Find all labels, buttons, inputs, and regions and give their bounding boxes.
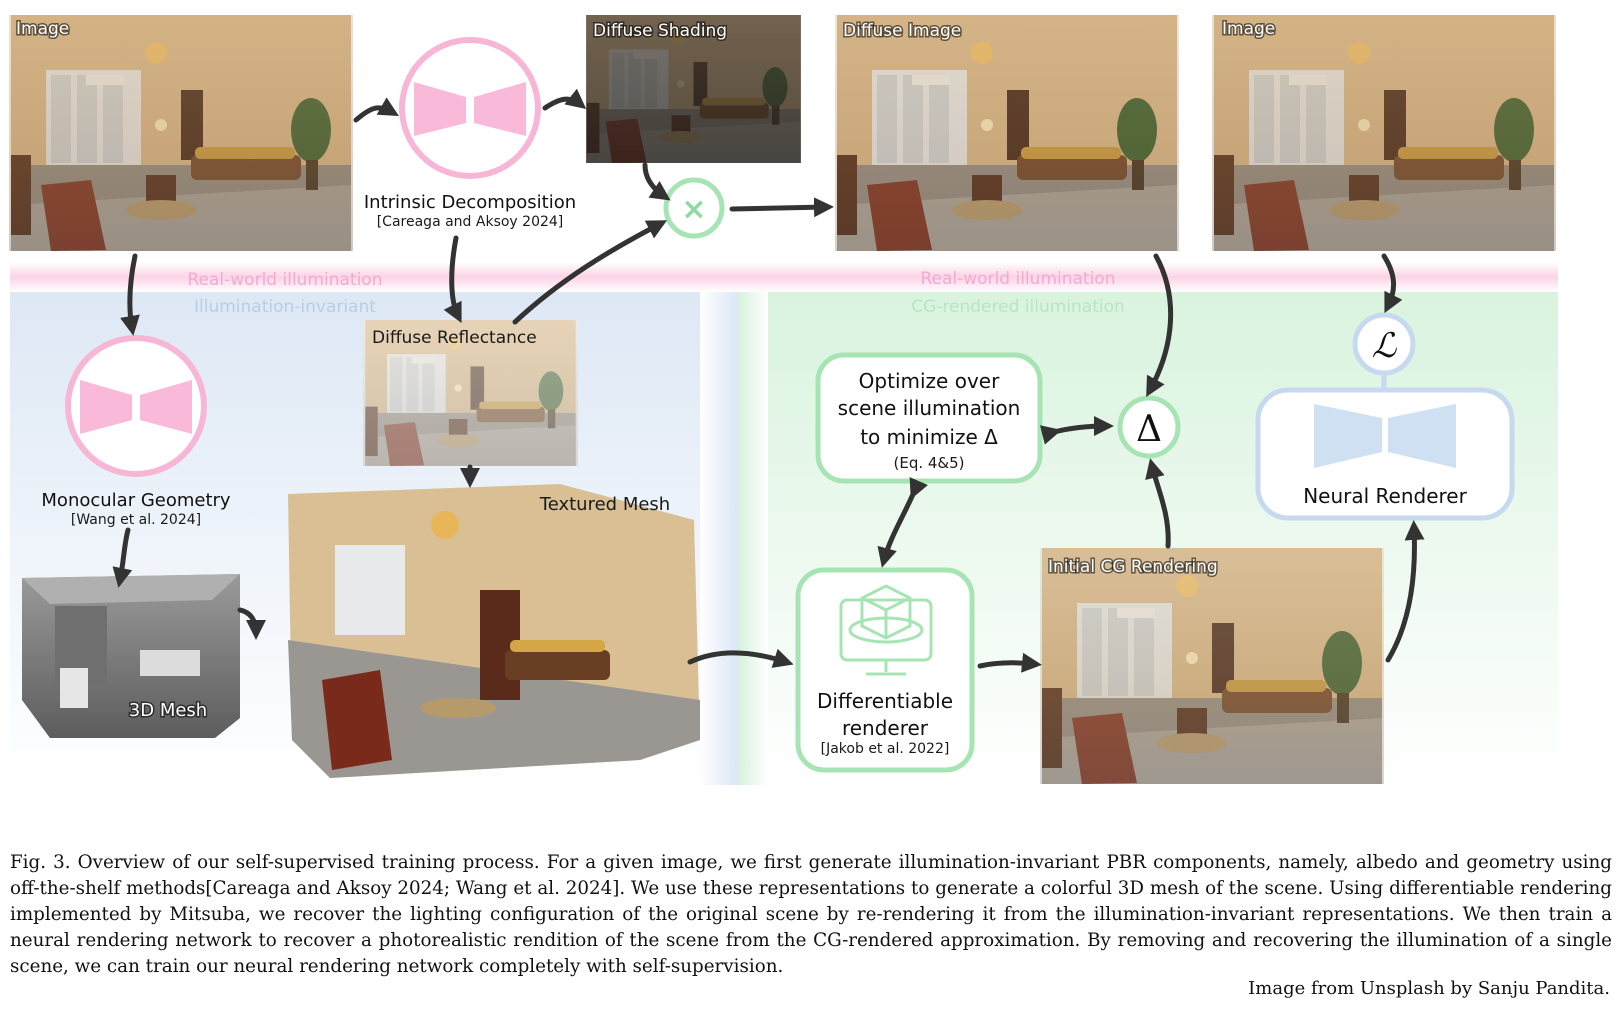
photo-diffuse-shading: Diffuse Shading	[586, 15, 801, 163]
blue-region-edge	[700, 290, 738, 785]
arrow-intrinsic-to-reflectance	[443, 235, 462, 324]
photo-image-right: Image	[1212, 15, 1556, 251]
optimize-eq: (Eq. 4&5)	[893, 454, 964, 472]
arrow-cg-to-neural	[1385, 520, 1425, 663]
arrow-shading-to-multiply	[642, 162, 671, 201]
optimize-line-3: to minimize Δ	[860, 425, 998, 449]
mesh-3d-render: 3D Mesh	[22, 574, 240, 738]
decoder-shape	[474, 82, 526, 136]
monocular-title: Monocular Geometry	[41, 490, 231, 511]
delta-symbol: Δ	[1136, 409, 1162, 450]
band-label-right-top: Real-world illumination	[921, 269, 1116, 289]
photo-diffuse-reflectance: Diffuse Reflectance	[363, 320, 578, 466]
arrow-reflectance-to-multiply	[512, 220, 668, 325]
optimize-line-1: Optimize over	[859, 369, 1000, 393]
intrinsic-decomposition-node: Intrinsic Decomposition [Careaga and Aks…	[364, 37, 576, 230]
diff-cite: [Jakob et al. 2022]	[821, 741, 950, 757]
diff-line-2: renderer	[842, 716, 929, 740]
image-credit: Image from Unsplash by Sanju Pandita.	[1248, 978, 1610, 999]
arrow-image-to-loss	[1381, 253, 1403, 314]
photo-label-diffuse-image: Diffuse Image	[843, 21, 961, 41]
band-label-left-bottom: Illumination-invariant	[194, 297, 376, 317]
optimize-line-2: scene illumination	[838, 396, 1021, 420]
loss-symbol: ℒ	[1372, 326, 1398, 366]
arrow-multiply-to-diffuse-image	[729, 197, 834, 218]
textured-mesh: Textured Mesh	[288, 484, 700, 778]
arrow-optimize-delta	[1039, 416, 1114, 445]
green-region-edge	[738, 290, 768, 785]
arrow-monocular-to-mesh	[112, 527, 133, 588]
monocular-geometry-node: Monocular Geometry [Wang et al. 2024]	[41, 335, 231, 528]
intrinsic-cite: [Careaga and Aksoy 2024]	[377, 214, 564, 230]
pink-band	[10, 262, 1558, 292]
encoder-shape	[80, 380, 132, 434]
encoder-shape	[414, 82, 466, 136]
arrow-diffuse-to-delta	[1146, 253, 1174, 398]
photo-label-image-left: Image	[16, 19, 69, 39]
monocular-cite: [Wang et al. 2024]	[71, 512, 201, 528]
decoder-shape	[1388, 404, 1456, 468]
arrow-mesh-to-textured	[237, 607, 266, 640]
photo-image-left: Image	[9, 15, 353, 251]
neural-renderer-node: Neural Renderer	[1255, 387, 1515, 521]
arrow-diff-to-cg	[977, 652, 1042, 673]
neural-title: Neural Renderer	[1303, 484, 1467, 508]
multiply-symbol: ×	[681, 192, 706, 227]
delta-node: Δ	[1117, 395, 1181, 459]
arrows	[112, 88, 1425, 673]
photo-label-initial-cg: Initial CG Rendering	[1048, 557, 1218, 577]
differentiable-renderer-node: Differentiable renderer [Jakob et al. 20…	[795, 567, 975, 773]
photo-label-diffuse-reflectance: Diffuse Reflectance	[372, 328, 537, 348]
encoder-shape	[1314, 404, 1382, 468]
arrow-cg-to-delta	[1145, 458, 1171, 549]
arrow-textured-to-diff	[687, 648, 794, 668]
photo-diffuse-image: Diffuse Image	[835, 15, 1179, 251]
arrow-image-to-monocular	[120, 253, 140, 336]
textured-mesh-label: Textured Mesh	[539, 494, 670, 515]
photo-initial-cg: Initial CG Rendering	[1040, 548, 1384, 784]
band-label-right-bottom: CG-rendered illumination	[911, 297, 1125, 317]
photo-label-image-right: Image	[1222, 19, 1275, 39]
loss-node: ℒ	[1352, 312, 1416, 376]
optimize-node: Optimize over scene illumination to mini…	[815, 352, 1043, 484]
mesh-3d-label: 3D Mesh	[129, 700, 207, 721]
multiply-node: ×	[663, 177, 725, 239]
render-cube-icon	[839, 584, 933, 676]
arrow-image-to-intrinsic	[353, 97, 399, 123]
decoder-shape	[140, 380, 192, 434]
intrinsic-title: Intrinsic Decomposition	[364, 192, 576, 213]
diff-line-1: Differentiable	[817, 689, 953, 713]
photo-label-diffuse-shading: Diffuse Shading	[593, 21, 727, 41]
pipeline-diagram: Real-world illumination Illumination-inv…	[9, 15, 1558, 785]
arrow-intrinsic-to-shading	[542, 88, 587, 111]
band-label-left-top: Real-world illumination	[188, 270, 383, 290]
figure-caption: Fig. 3. Overview of our self-supervised …	[10, 852, 1612, 977]
arrow-optimize-diff	[877, 477, 928, 568]
